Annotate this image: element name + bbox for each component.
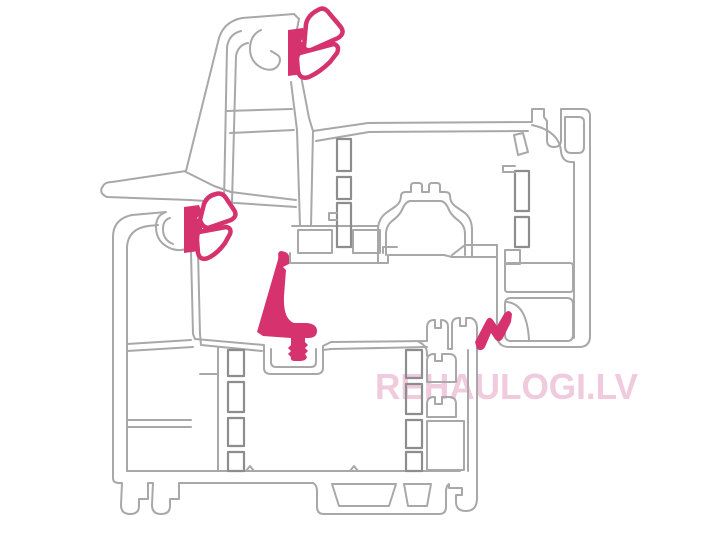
watermark-text: REHAULOGI.LV [375, 366, 638, 407]
frame-profile [289, 108, 591, 348]
outer-lip-gasket [288, 6, 345, 80]
sash-profile [112, 211, 478, 515]
corner-seal [475, 311, 512, 351]
center-gasket [257, 251, 317, 361]
side-gasket [184, 191, 238, 262]
frame-arm [100, 13, 314, 227]
